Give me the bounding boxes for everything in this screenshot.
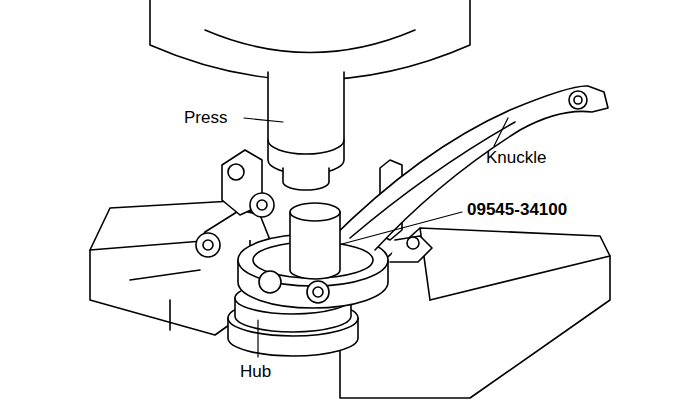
special-tool — [290, 203, 340, 279]
knuckle — [196, 86, 608, 308]
part-label: Knuckle — [486, 148, 546, 168]
leader-lines — [244, 118, 508, 357]
part-label: Press — [184, 108, 227, 128]
part-label: Hub — [240, 362, 271, 382]
tool-number: 09545-34100 — [467, 200, 567, 220]
